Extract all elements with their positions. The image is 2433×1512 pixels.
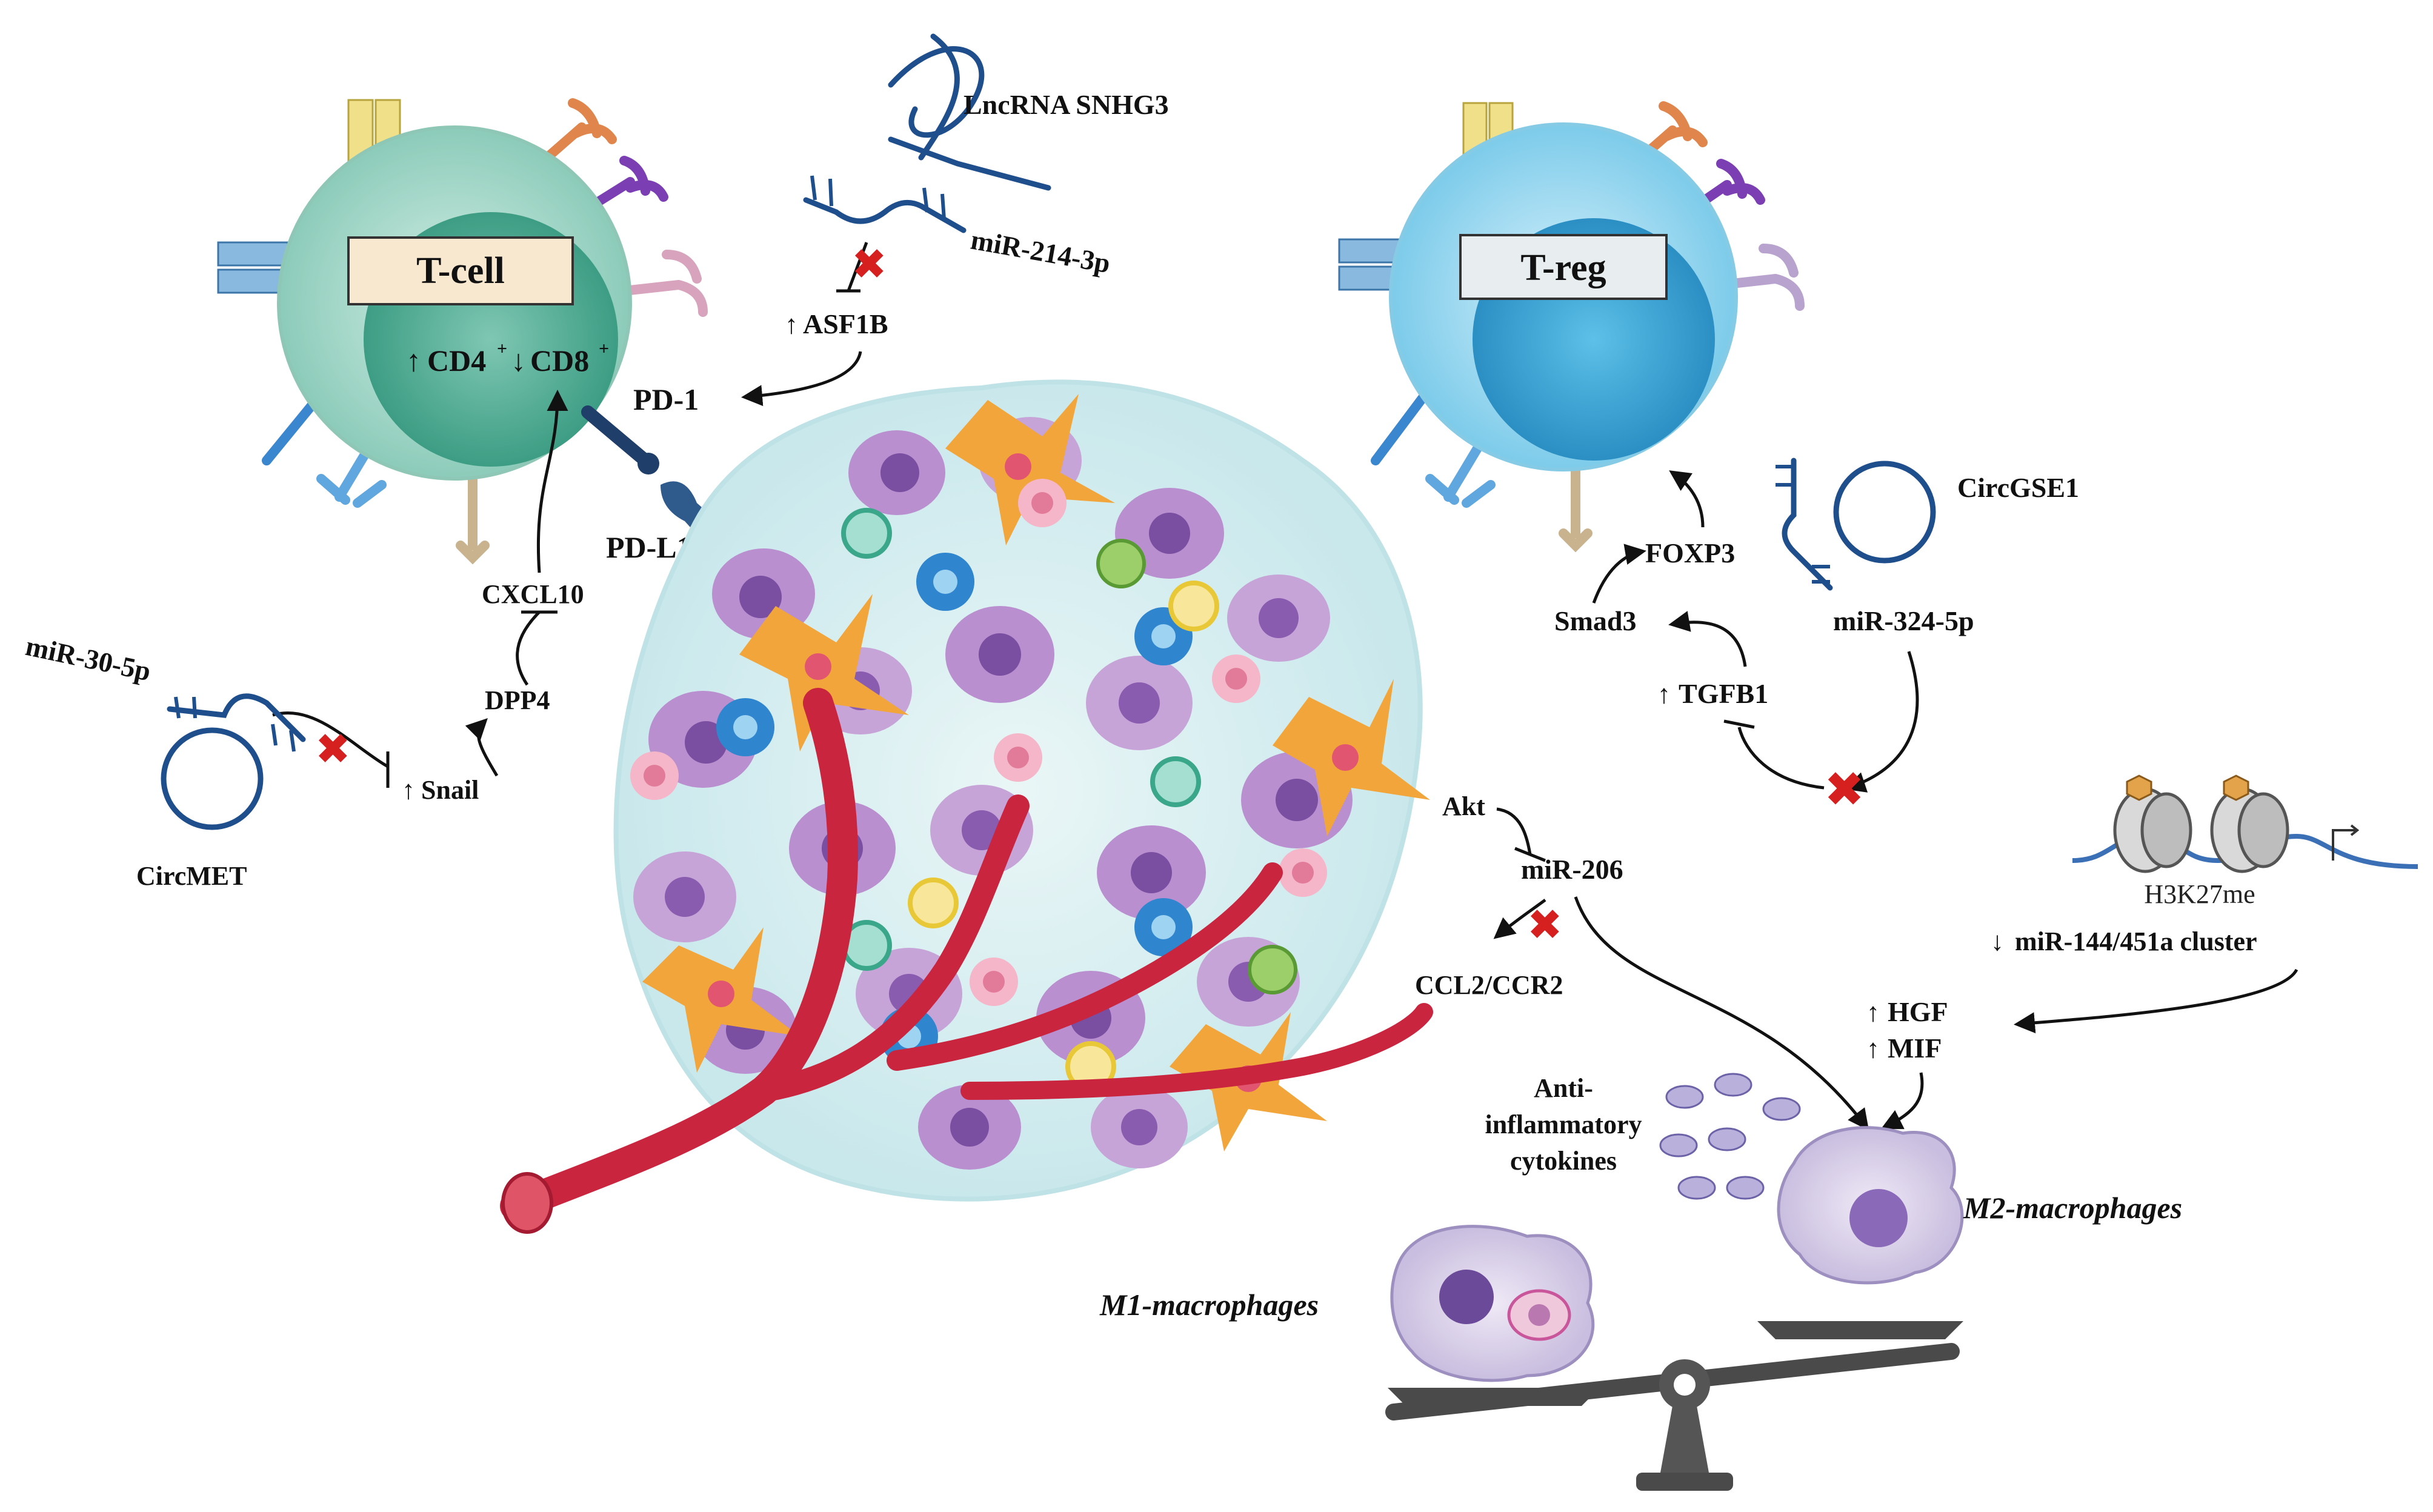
hgf-label: HGF <box>1888 996 1948 1027</box>
blood-vessel <box>500 688 1433 1234</box>
mirna-icon <box>803 175 967 233</box>
akt-label: Akt <box>1442 791 1485 821</box>
anti-inflammatory-line2: inflammatory <box>1485 1110 1642 1139</box>
mir144-to-hgf-arrow <box>2014 968 2298 1034</box>
dpp4-inhibit-line <box>516 610 557 686</box>
red-cross-icon: ✖ <box>1527 900 1563 950</box>
snail-label: Snail <box>421 775 479 805</box>
down-arrow-glyph: ↓ <box>511 344 526 378</box>
h3k27me-label: H3K27me <box>2144 879 2255 909</box>
mir324-label: miR-324-5p <box>1833 605 1974 636</box>
smad3-to-foxp3-arrow <box>1592 544 1646 604</box>
mir206-to-ccl2-arrow <box>1493 898 1546 939</box>
cd4-label: CD4 <box>427 344 486 378</box>
tgfb1-to-smad3-arrow <box>1668 611 1747 667</box>
circgse1-icon <box>1776 458 1936 591</box>
pd1-label: PD-1 <box>633 382 699 416</box>
mir144-label: miR-144/451a cluster <box>2015 927 2257 956</box>
cd4-plus: + <box>497 339 507 359</box>
ccl2-label: CCL2/CCR2 <box>1415 970 1563 1000</box>
asf1b-label: ASF1B <box>803 308 888 339</box>
cxcl10-label: CXCL10 <box>482 579 584 609</box>
mir206-label: miR-206 <box>1521 854 1623 885</box>
anti-inflammatory-line3: cytokines <box>1510 1146 1617 1176</box>
lncrna-label: LncRNA SNHG3 <box>964 89 1169 120</box>
dpp4-label: DPP4 <box>485 685 550 715</box>
circgse1-label: CircGSE1 <box>1957 472 2079 503</box>
up-arrow-glyph: ↑ <box>406 344 421 378</box>
inhibit-line <box>836 242 868 293</box>
asf1b-to-pd1-arrow <box>741 351 862 407</box>
nucleosome-icon <box>2072 774 2418 873</box>
mir30-inhibit-line <box>272 711 390 788</box>
mif-label: MIF <box>1888 1033 1942 1064</box>
mir206-to-m2-arrow <box>1574 896 1869 1131</box>
snail-to-dpp4-arrow <box>465 718 499 777</box>
cd8-plus: + <box>599 339 609 359</box>
akt-inhibit-line <box>1496 807 1546 862</box>
t-reg: T-reg <box>1338 101 1805 553</box>
tumor-cells <box>633 417 1353 1170</box>
mif-to-m2-arrow <box>1880 1072 1924 1130</box>
tgfb1-inhibit-line <box>1723 719 1825 790</box>
red-cross-icon: ✖ <box>851 239 887 289</box>
stromal-cells <box>642 394 1430 1151</box>
red-cross-icon: ✖ <box>1824 761 1865 818</box>
balance-scale-icon <box>1385 1321 1963 1491</box>
m1-macrophage <box>1390 1225 1595 1382</box>
tumor-mass <box>500 379 1433 1234</box>
t-cell: T-cell ↑ CD4 + ↓ CD8 + <box>217 98 708 565</box>
asf1b-up-arrow: ↑ <box>785 310 798 339</box>
smad3-label: Smad3 <box>1554 605 1636 636</box>
anti-inflammatory-line1: Anti- <box>1534 1073 1593 1103</box>
m2-macrophage <box>1777 1126 1964 1285</box>
mir324-arrow <box>1844 651 1919 793</box>
tgfb1-up-arrow: ↑ <box>1657 679 1671 709</box>
foxp3-label: FOXP3 <box>1645 538 1735 568</box>
mir30-label: miR-30-5p <box>23 630 154 687</box>
cd8-label: CD8 <box>530 344 589 378</box>
hgf-up-arrow: ↑ <box>1866 997 1880 1027</box>
tgfb1-label: TGFB1 <box>1679 678 1768 709</box>
mir144-down-arrow: ↓ <box>1991 927 2004 956</box>
treg-title: T-reg <box>1520 247 1606 288</box>
dna-helix-icon <box>888 33 1051 191</box>
cxcl10-to-cd8-arrow <box>536 390 568 573</box>
m1-label: M1-macrophages <box>1099 1288 1319 1322</box>
m2-label: M2-macrophages <box>1963 1191 2182 1225</box>
mir214-label: miR-214-3p <box>968 224 1113 279</box>
mif-up-arrow: ↑ <box>1866 1034 1880 1064</box>
circmet-label: CircMET <box>136 861 247 891</box>
snail-up-arrow: ↑ <box>402 775 415 805</box>
red-cross-icon: ✖ <box>315 724 351 774</box>
cytokine-dots <box>1659 1073 1801 1200</box>
tcell-title: T-cell <box>416 250 505 291</box>
foxp3-to-treg-arrow <box>1669 470 1705 528</box>
immune-cells <box>630 479 1327 1092</box>
circmet-icon <box>161 693 306 830</box>
